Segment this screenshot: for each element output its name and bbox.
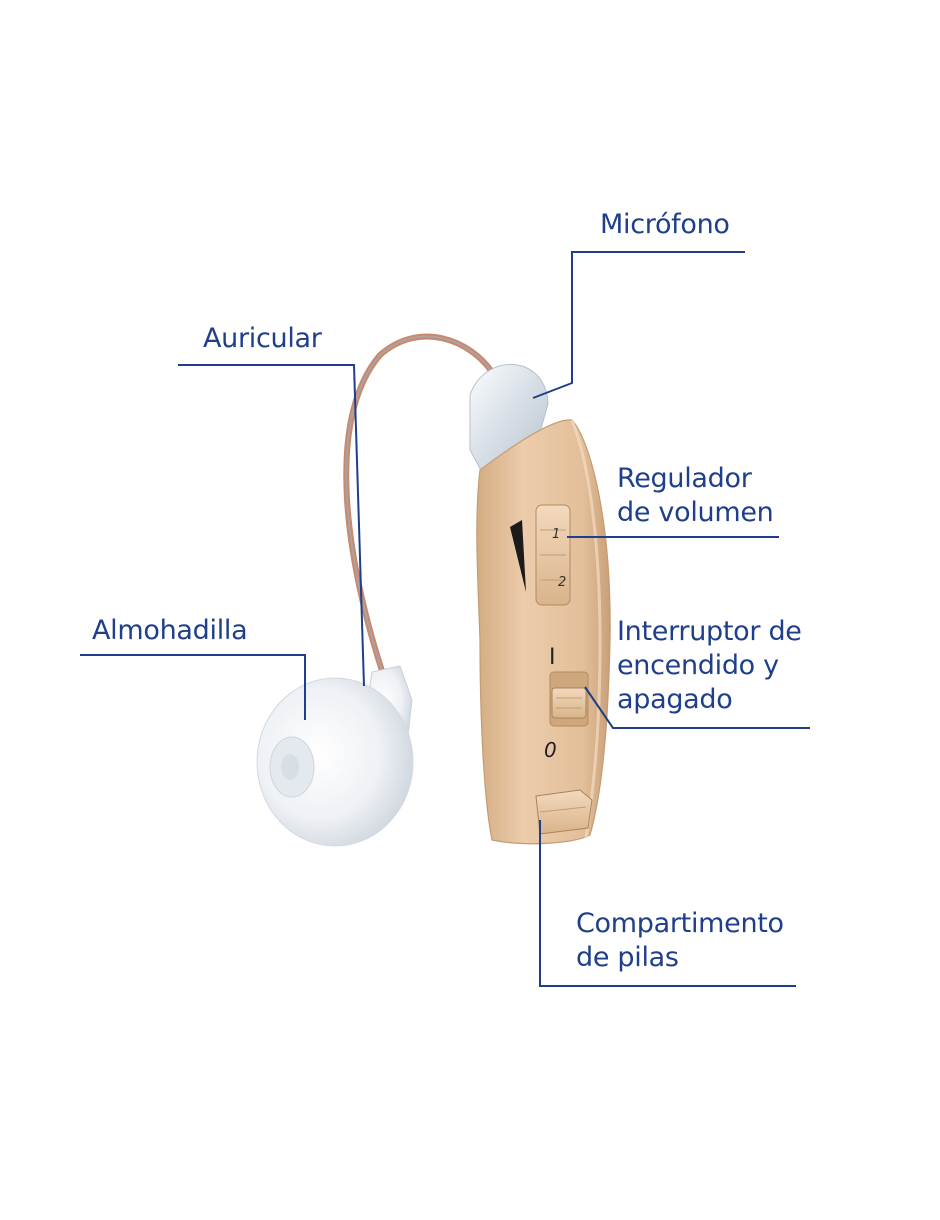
- volume-indicator-mark: [510, 520, 526, 592]
- label-microfono: Micrófono: [600, 209, 730, 240]
- label-almohadilla: Almohadilla: [92, 615, 248, 646]
- label-interruptor: Interruptor de encendido y apagado: [617, 616, 802, 715]
- power-switch: [551, 687, 587, 719]
- ear-bud: [256, 677, 414, 847]
- leader-auricular: [178, 364, 365, 687]
- switch-off-mark: 0: [544, 738, 557, 762]
- label-compartimento-pilas: Compartimento de pilas: [576, 908, 784, 973]
- microphone-cap: [469, 364, 549, 473]
- leader-compartimento: [539, 820, 796, 987]
- label-regulador-volumen: Regulador de volumen: [617, 463, 774, 528]
- device-body: [476, 419, 611, 845]
- volume-mark-2: 2: [558, 575, 566, 590]
- label-auricular: Auricular: [203, 323, 322, 354]
- leader-lines: [80, 251, 810, 987]
- leader-interruptor: [584, 686, 810, 729]
- ear-tube: [343, 333, 495, 683]
- leader-microfono: [532, 251, 745, 399]
- volume-mark-1: 1: [552, 527, 560, 542]
- leader-almohadilla: [80, 654, 306, 720]
- switch-on-mark: I: [549, 645, 556, 670]
